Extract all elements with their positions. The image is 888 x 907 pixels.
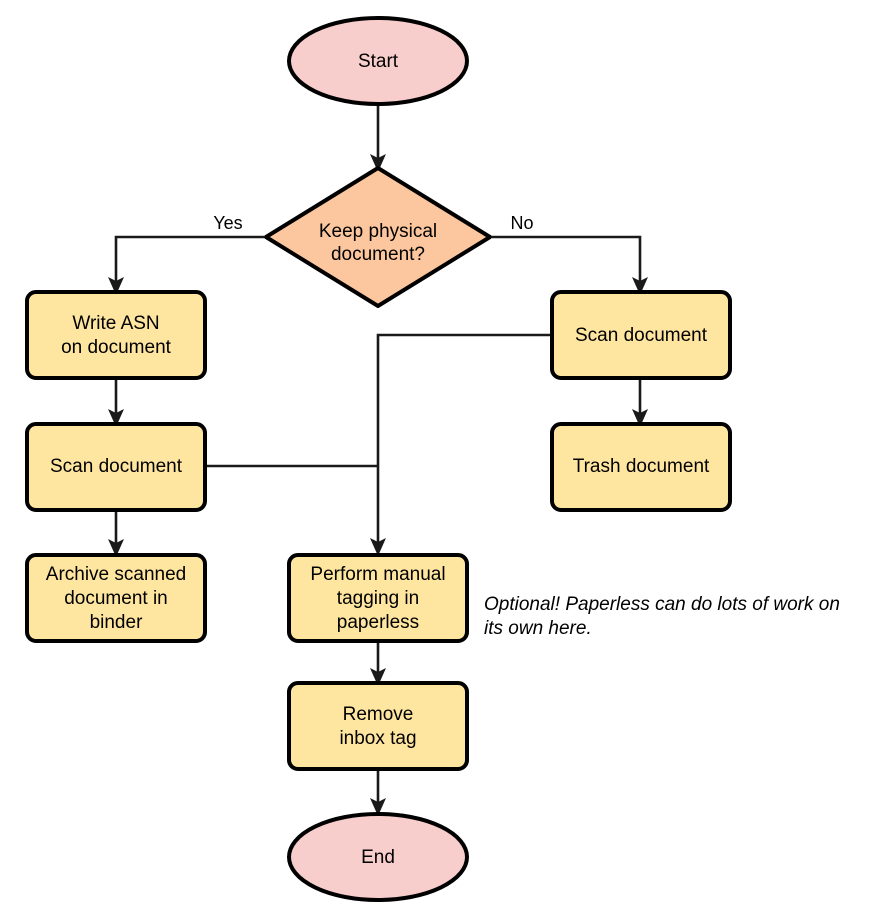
edge-label-no: No [510,213,533,233]
node-keep-physical-document[interactable]: Keep physical document? [264,166,492,308]
node-write-asn-label-line1: Write ASN [72,313,159,334]
edge-start-to-decision [370,104,386,172]
node-tagging-label-line3: paperless [337,612,419,633]
node-scan-document-left[interactable]: Scan document [25,422,207,512]
node-scan-document-right[interactable]: Scan document [550,290,732,380]
arrowhead-icon [108,409,124,427]
node-tagging-label-line2: tagging in [337,588,419,609]
node-trash-document[interactable]: Trash document [550,422,732,512]
node-scan-right-label: Scan document [575,325,708,346]
arrowhead-icon [370,668,386,686]
node-remove-inbox-label-line2: inbox tag [339,728,416,749]
node-archive-scanned-document[interactable]: Archive scanned document in binder [25,553,207,643]
note-line1: Optional! Paperless can do lots of work … [484,594,840,615]
remove-inbox-box-shape [287,681,469,771]
edge-scan-right-to-trash [632,379,648,427]
edge-tagging-to-remove-inbox [370,641,386,686]
node-start[interactable]: Start [287,16,469,106]
arrowhead-icon [108,277,124,295]
node-keep-label-line2: document? [331,244,425,265]
node-scan-left-label: Scan document [50,456,183,477]
node-start-label: Start [358,51,399,72]
arrowhead-icon [370,538,386,556]
write-asn-box-shape [25,290,207,380]
edge-scan-right-to-tagging [370,333,551,556]
node-end[interactable]: End [287,812,469,902]
node-perform-manual-tagging[interactable]: Perform manual tagging in paperless [287,553,469,643]
node-archive-label-line2: document in [64,588,168,609]
note-line2: its own here. [484,618,592,639]
arrowhead-icon [370,798,386,816]
scan-document-right-box-shape [550,290,732,380]
node-write-asn-label-line2: on document [61,337,172,358]
edge-decision-no-to-scan-right [492,235,648,295]
arrowhead-icon [370,154,386,172]
node-archive-label-line3: binder [90,612,143,633]
start-ellipse-shape [287,16,469,106]
node-remove-inbox-tag[interactable]: Remove inbox tag [287,681,469,771]
node-tagging-label-line1: Perform manual [310,564,445,585]
node-archive-label-line1: Archive scanned [46,564,186,585]
edge-scan-left-to-archive [108,511,124,557]
edge-decision-yes-to-write-asn [108,235,264,295]
trash-document-box-shape [550,422,732,512]
arrowhead-icon [632,277,648,295]
archive-box-shape [25,553,207,643]
decision-diamond-shape [264,166,492,308]
arrowhead-icon [632,409,648,427]
node-remove-inbox-label-line1: Remove [343,704,414,725]
edge-remove-inbox-to-end [370,771,386,816]
scan-document-left-box-shape [25,422,207,512]
node-write-asn-on-document[interactable]: Write ASN on document [25,290,207,380]
node-keep-label-line1: Keep physical [319,221,437,242]
tagging-box-shape [287,553,469,643]
end-ellipse-shape [287,812,469,902]
node-end-label: End [361,847,395,868]
edge-label-yes: Yes [213,213,242,233]
note-optional-paperless: Optional! Paperless can do lots of work … [484,594,840,639]
arrowhead-icon [108,539,124,557]
edge-write-asn-to-scan-left [108,379,124,427]
node-trash-label: Trash document [573,456,710,477]
